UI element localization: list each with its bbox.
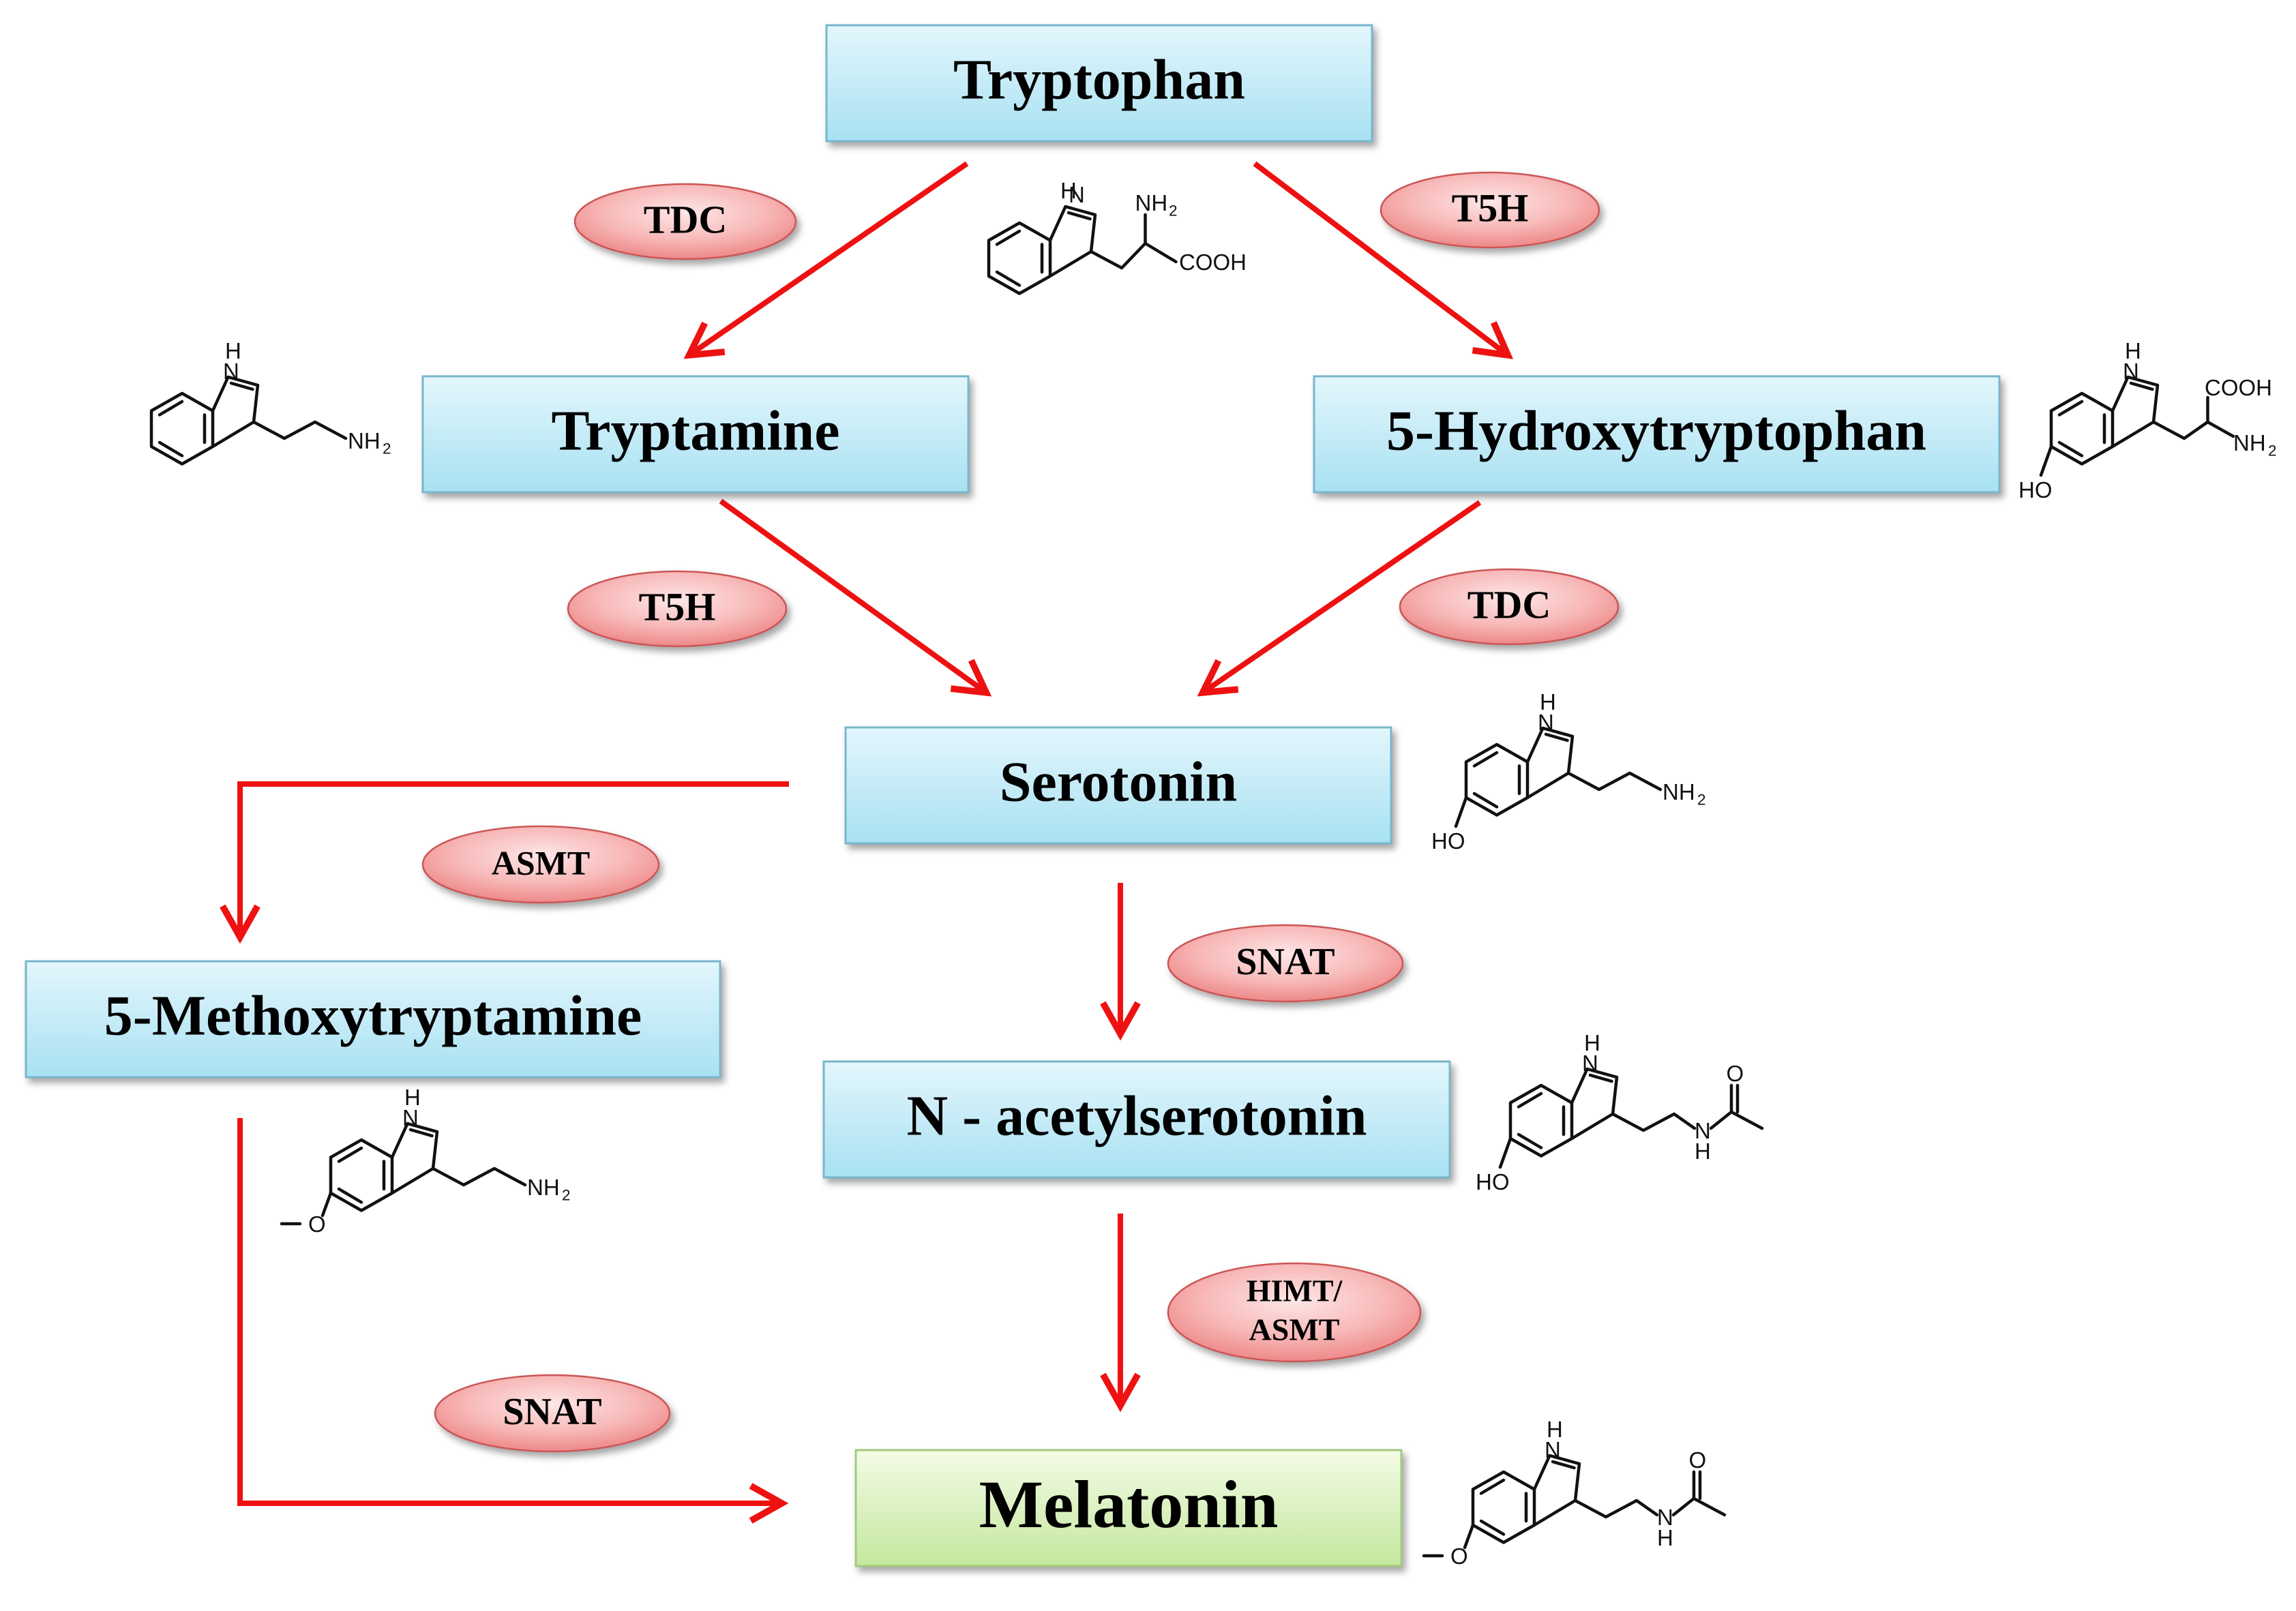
molecule-label: N: [402, 1105, 419, 1130]
molecule-label: NH: [2233, 430, 2266, 455]
molecule-label: H: [1547, 1417, 1563, 1442]
molecule-label: 2: [562, 1187, 571, 1204]
node-methoxytryptamine: 5-Methoxytryptamine: [25, 960, 721, 1079]
node-tryptophan: Tryptophan: [825, 24, 1373, 142]
enzyme-t5h-2-label: T5H: [639, 584, 716, 629]
node-melatonin-label: Melatonin: [979, 1466, 1279, 1542]
molecule-label: HO: [1431, 828, 1465, 854]
molecule-tryptamine: H N NH 2: [149, 338, 391, 466]
molecule-label: H: [1540, 689, 1556, 714]
node-acetylserotonin-label: N - acetylserotonin: [907, 1084, 1367, 1147]
arrow-hydroxytryptophan-to-serotonin: [1197, 500, 1482, 697]
node-tryptophan-label: Tryptophan: [953, 48, 1245, 111]
molecule-label: NH: [1135, 190, 1168, 215]
arrow-tryptophan-to-tryptamine: [683, 161, 969, 359]
molecule-label: O: [1727, 1061, 1744, 1086]
enzyme-himt-label-line1: HIMT/: [1247, 1274, 1343, 1308]
enzyme-t5h-2: T5H: [567, 570, 788, 648]
molecule-methoxytryptamine: H N NH 2 O: [280, 1085, 571, 1237]
enzyme-snat-1: SNAT: [1167, 924, 1404, 1003]
molecule-label: H: [1060, 178, 1077, 203]
node-hydroxytryptophan: 5-Hydroxytryptophan: [1313, 375, 2001, 494]
enzyme-asmt-label: ASMT: [492, 843, 590, 882]
arrow-tryptophan-to-hydroxytryptophan: [1253, 161, 1514, 359]
enzyme-tdc-2: TDC: [1399, 568, 1620, 646]
enzyme-himt-label-line2: ASMT: [1249, 1312, 1340, 1347]
arrow-serotonin-to-methoxytryptamine: [220, 781, 789, 944]
molecule-label: 2: [1169, 202, 1178, 220]
molecule-label: COOH: [1179, 250, 1247, 275]
node-serotonin: Serotonin: [844, 726, 1392, 845]
molecule-label: NH: [1663, 779, 1695, 804]
molecule-melatonin: H N N H O O: [1422, 1417, 1727, 1569]
enzyme-tdc-2-label: TDC: [1467, 582, 1551, 627]
enzyme-tdc-1-label: TDC: [644, 197, 727, 241]
node-tryptamine-label: Tryptamine: [551, 399, 839, 462]
molecule-label: 2: [1697, 792, 1706, 809]
molecule-label: HO: [2018, 477, 2053, 502]
enzyme-tdc-1: TDC: [573, 183, 797, 260]
node-serotonin-label: Serotonin: [1000, 750, 1238, 813]
node-melatonin: Melatonin: [854, 1449, 1403, 1567]
node-acetylserotonin: N - acetylserotonin: [822, 1060, 1451, 1179]
molecule-label: N: [1545, 1437, 1561, 1462]
molecule-label: H: [404, 1085, 421, 1110]
enzyme-himt-asmt: HIMT/ ASMT: [1167, 1262, 1422, 1363]
molecule-label: N: [1538, 710, 1554, 735]
molecule-label: H: [1584, 1030, 1600, 1055]
enzyme-asmt: ASMT: [421, 825, 660, 904]
enzyme-snat-2-label: SNAT: [503, 1391, 601, 1433]
enzyme-snat-2: SNAT: [434, 1374, 671, 1453]
arrows: [220, 161, 1514, 1524]
molecule-label: N: [1582, 1051, 1598, 1076]
molecule-label: O: [1689, 1447, 1707, 1473]
arrow-tryptamine-to-serotonin: [719, 498, 992, 697]
molecule-serotonin: H N NH 2 HO: [1431, 689, 1706, 854]
molecule-label: NH: [348, 428, 381, 453]
enzyme-snat-1-label: SNAT: [1236, 941, 1335, 983]
molecule-label: HO: [1476, 1169, 1510, 1194]
molecule-label: H: [2125, 338, 2141, 363]
molecule-label: O: [1450, 1544, 1468, 1569]
molecule-hydroxytryptophan: H N COOH NH 2 HO: [2018, 338, 2277, 502]
molecule-label: N: [1657, 1505, 1673, 1530]
node-tryptamine: Tryptamine: [421, 375, 970, 494]
node-methoxytryptamine-label: 5-Methoxytryptamine: [104, 984, 642, 1047]
molecule-acetylserotonin: H N N H O HO: [1476, 1030, 1764, 1194]
molecule-label: N: [1695, 1118, 1711, 1143]
molecule-label: NH: [527, 1175, 560, 1200]
enzyme-t5h-1: T5H: [1380, 171, 1600, 249]
enzyme-t5h-1-label: T5H: [1452, 185, 1529, 230]
molecule-label: O: [308, 1211, 326, 1237]
molecule-label: N: [223, 359, 239, 384]
molecule-label: COOH: [2205, 375, 2272, 400]
molecule-label: N: [2123, 359, 2139, 384]
molecule-label: 2: [383, 440, 391, 457]
arrow-methoxytryptamine-to-melatonin: [237, 1118, 789, 1524]
molecule-label: N: [1069, 182, 1085, 207]
molecule-label: 2: [2268, 442, 2277, 460]
molecule-label: H: [1695, 1139, 1711, 1164]
molecule-label: H: [225, 338, 241, 363]
molecule-tryptophan: H N NH 2 COOH: [987, 178, 1247, 295]
node-hydroxytryptophan-label: 5-Hydroxytryptophan: [1386, 399, 1926, 462]
molecule-label: H: [1657, 1525, 1673, 1550]
